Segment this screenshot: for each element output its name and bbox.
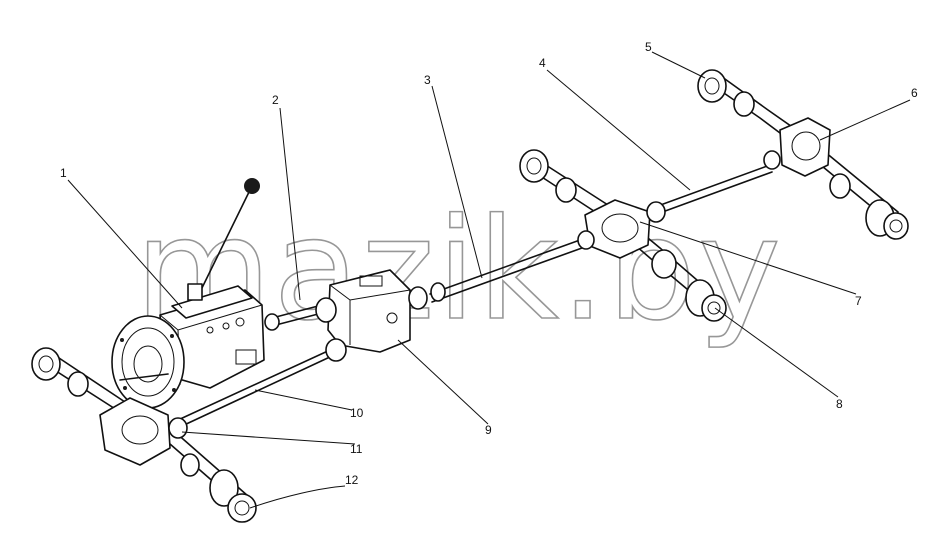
gear-lever (199, 189, 251, 293)
callout-label: 2 (272, 93, 279, 107)
callout-label: 11 (350, 442, 363, 456)
callout-label: 7 (855, 294, 862, 308)
rear-propeller-shaft (654, 164, 771, 208)
gear-lever-knob (244, 178, 260, 194)
rear-differential (779, 117, 831, 177)
leader-lines (67, 51, 911, 509)
intermediate-shaft (271, 304, 323, 319)
callout-label: 1 (60, 166, 67, 180)
front-propeller-shaft (177, 349, 331, 421)
callout-label: 5 (645, 40, 652, 54)
callout-label: 3 (424, 73, 431, 87)
front-right-hub (227, 493, 257, 523)
rear-left-hub (697, 69, 727, 103)
rear-axle (697, 69, 909, 240)
callout-label: 10 (350, 406, 364, 420)
middle-right-hub (701, 294, 727, 322)
callout-label: 4 (539, 56, 546, 70)
front-axle (31, 347, 257, 523)
transfer-case (264, 269, 446, 362)
shafts (177, 164, 773, 427)
front-left-hub (31, 347, 61, 381)
callout-label: 9 (485, 423, 492, 437)
rear-right-hub (883, 212, 909, 240)
front-differential (99, 397, 171, 466)
middle-left-hub (519, 149, 549, 183)
middle-propeller-shaft (429, 239, 581, 295)
callout-label: 6 (911, 86, 918, 100)
callout-labels: 1 2 3 4 5 6 7 8 9 10 11 12 (60, 40, 918, 487)
middle-axle (519, 149, 727, 322)
gearbox (111, 178, 265, 409)
clutch-bell-housing (111, 315, 185, 409)
callout-label: 8 (836, 397, 843, 411)
callout-label: 12 (345, 473, 359, 487)
